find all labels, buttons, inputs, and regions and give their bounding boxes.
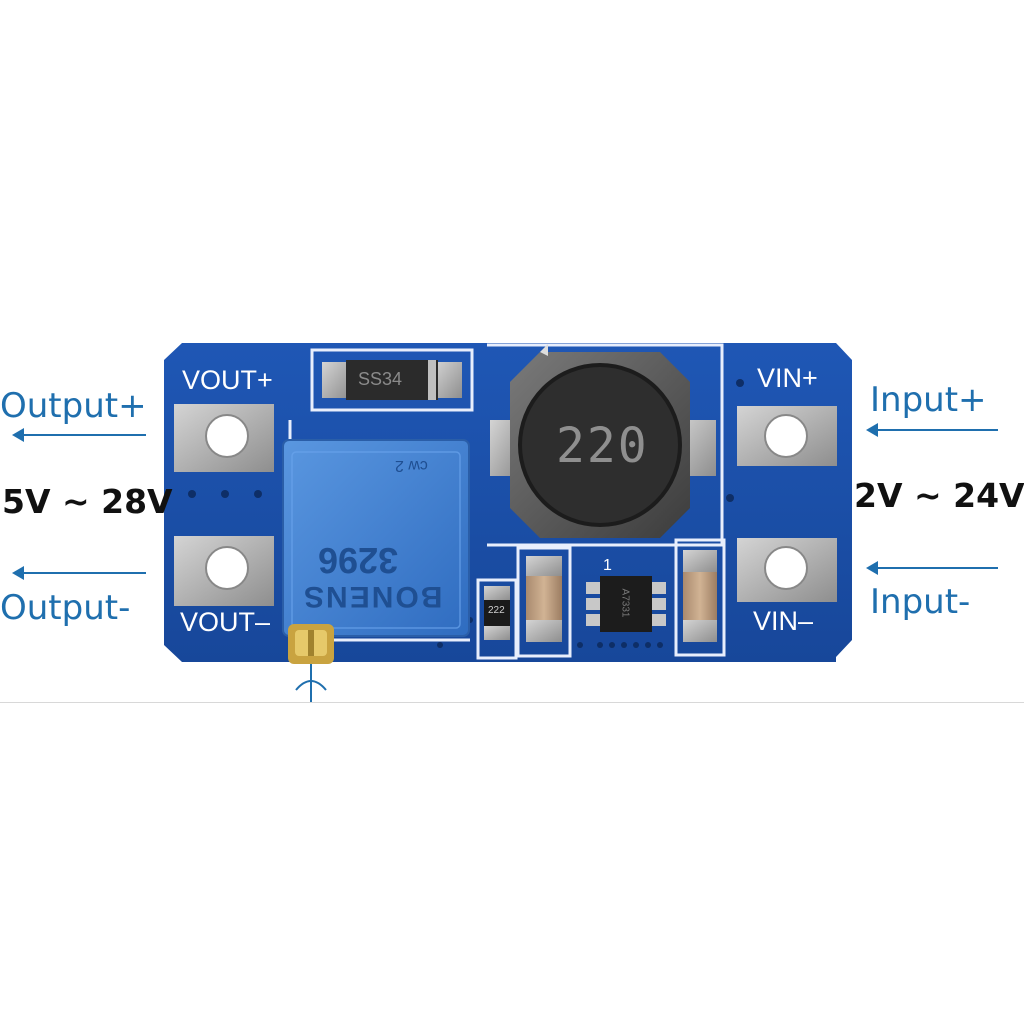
adjustment-screw [288,624,334,664]
input-plus-label: Input+ [870,380,987,420]
input-plus-arrowhead [866,423,878,437]
input-minus-arrowhead [866,561,878,575]
ic-marking: A7331 [619,588,631,618]
inductor-marking: 220 [556,418,649,474]
capacitor-left [526,556,562,642]
ic-chip [586,576,666,632]
silk-cap-right-outline [674,538,726,657]
label-vout-plus: VOUT+ [182,365,273,395]
smd-resistor [484,586,510,640]
output-plus-arrow [22,434,146,436]
trimmer-potentiometer [282,439,470,637]
screw-pointer-arc [295,680,327,691]
ic-pin1-marking: 1 [603,557,612,574]
label-vin-plus: VIN+ [757,363,818,393]
diode-marking: SS34 [358,369,403,389]
output-minus-label: Output- [0,588,131,628]
input-minus-arrow [876,567,998,569]
inductor [490,344,716,538]
silk-inductor-outline [487,343,724,547]
output-minus-arrowhead [12,566,24,580]
input-minus-label: Input- [870,582,971,622]
diode [322,360,462,400]
silk-cap-left-outline [516,546,572,658]
output-plus-arrowhead [12,428,24,442]
pad-vout-minus [174,536,274,606]
capacitor-right [683,550,717,642]
resistor-marking: 222 [488,605,505,616]
pad-vout-plus [174,404,274,472]
silk-resistor-outline [476,578,518,660]
output-voltage-range: 5V ~ 28V [2,482,173,521]
pot-model-marking: 3296 [318,540,399,581]
output-plus-label: Output+ [0,386,147,426]
label-vout-minus: VOUT– [180,607,271,637]
input-plus-arrow [876,429,998,431]
pad-vin-plus [737,406,837,466]
silk-diode-outline [310,348,474,412]
pad-vin-minus [737,538,837,602]
output-minus-arrow [22,572,146,574]
background-horizontal-line [0,702,1024,703]
pot-cw-marking: cw 2 [395,457,428,474]
vias [188,379,744,648]
input-voltage-range: 2V ~ 24V [854,476,1024,515]
label-vin-minus: VIN– [753,606,814,636]
pot-brand-marking: BONENS [302,580,443,613]
